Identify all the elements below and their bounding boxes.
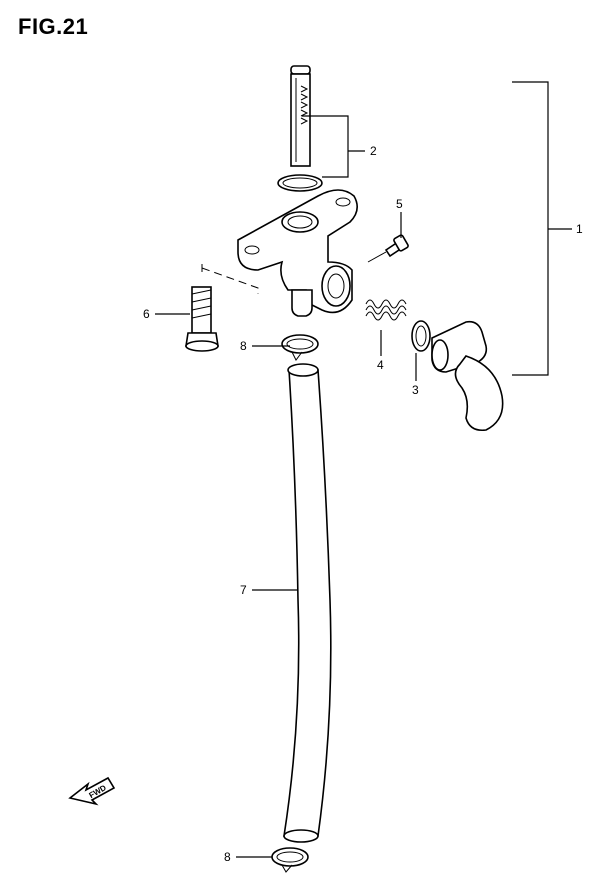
callout-4: 4 <box>377 358 384 372</box>
callout-1: 1 <box>576 222 583 236</box>
fuel-cock-body <box>237 189 358 317</box>
callout-5: 5 <box>396 197 403 211</box>
hose-clamp-bottom <box>271 847 309 873</box>
screw <box>367 234 409 263</box>
o-ring-top <box>277 174 323 192</box>
fuel-cock-lever <box>431 320 504 432</box>
callout-8-top: 8 <box>240 339 247 353</box>
spring <box>365 299 407 321</box>
alignment-line <box>201 267 259 294</box>
leader-lines <box>155 81 572 858</box>
figure-title: FIG.21 <box>18 14 89 39</box>
callout-2: 2 <box>370 144 377 158</box>
strainer-pipe <box>290 65 311 167</box>
bolt <box>185 286 219 352</box>
forward-arrow-icon: FWD <box>68 776 116 806</box>
fuel-hose <box>283 363 332 843</box>
callout-8-bottom: 8 <box>224 850 231 864</box>
callout-7: 7 <box>240 583 247 597</box>
callout-6: 6 <box>143 307 150 321</box>
callout-3: 3 <box>412 383 419 397</box>
hose-clamp-top <box>281 334 319 361</box>
o-ring-lever <box>411 320 431 352</box>
